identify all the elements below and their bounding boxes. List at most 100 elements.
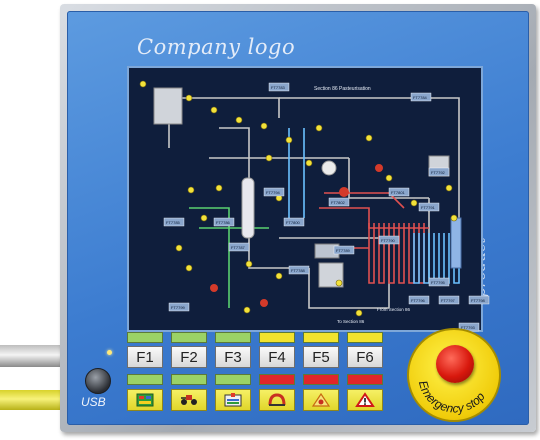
tag-box-0	[268, 82, 290, 92]
tag-box-15	[468, 295, 490, 305]
power-indicator	[107, 350, 112, 355]
tag-label-0: FT7783	[271, 85, 286, 90]
tag-label-7: FT7790	[381, 238, 396, 243]
tag-label-15: FT7798	[471, 298, 486, 303]
pipe-14	[189, 207, 230, 308]
sensor-2	[210, 106, 218, 114]
sensor-16	[245, 260, 253, 268]
sensor-22	[175, 244, 183, 252]
sensor-4	[260, 122, 268, 130]
pipe-1	[169, 97, 280, 118]
tag-box-11	[263, 187, 285, 197]
sensor-19	[355, 309, 363, 317]
icon-key-row	[127, 389, 391, 411]
pump-red-3	[210, 284, 218, 292]
led-k1	[127, 374, 163, 385]
sensor-7	[305, 159, 313, 167]
tag-box-2	[163, 217, 185, 227]
led-k5	[303, 374, 339, 385]
sensor-0	[139, 80, 147, 88]
cooling-pipe-0	[413, 233, 420, 284]
tag-label-4: FT7787	[231, 245, 246, 250]
tag-label-2: FT7785	[166, 220, 181, 225]
conveyor-key[interactable]	[171, 389, 207, 411]
sensor-6	[265, 154, 273, 162]
sensor-18	[335, 279, 343, 287]
pump-red	[339, 187, 349, 197]
sensor-5	[285, 136, 293, 144]
screen-title: Section 86 Pasteurisation	[314, 86, 371, 92]
tag-label-3: FT7786	[216, 220, 231, 225]
tank-icon	[268, 393, 286, 406]
sensor-1	[185, 94, 193, 102]
buffer-tank	[321, 160, 337, 176]
pipe-3	[219, 127, 250, 178]
heat-exchanger-pipe-1	[378, 223, 385, 284]
tag-label-9: FT7792	[431, 170, 446, 175]
f4-key[interactable]: F4	[259, 346, 295, 368]
pump-red-4	[260, 299, 268, 307]
pipe-2	[279, 97, 460, 138]
led-f6	[347, 332, 383, 343]
pump-red-2	[375, 164, 383, 172]
sensor-10	[315, 124, 323, 132]
heat-exchanger-pipe-3	[398, 223, 405, 284]
led-k6	[347, 374, 383, 385]
tag-box-8	[418, 202, 440, 212]
sensor-24	[215, 184, 223, 192]
led-f3	[215, 332, 251, 343]
sensor-11	[365, 134, 373, 142]
emergency-stop-button[interactable]	[436, 345, 474, 383]
warning-key[interactable]	[347, 389, 383, 411]
tag-label-18: FT7801	[391, 190, 406, 195]
alarm-list-key[interactable]	[215, 389, 251, 411]
f1-key[interactable]: F1	[127, 346, 163, 368]
f5-key[interactable]: F5	[303, 346, 339, 368]
tag-box-5	[288, 265, 310, 275]
to-section-label: To Section 86	[337, 319, 365, 324]
tag-label-5: FT7788	[291, 268, 306, 273]
sensor-3	[235, 116, 243, 124]
status-leds-bottom	[127, 374, 391, 385]
usb-port[interactable]	[85, 368, 111, 394]
tag-label-14: FT7797	[441, 298, 456, 303]
holding-tube	[450, 217, 462, 269]
tag-box-4	[228, 242, 250, 252]
f3-key[interactable]: F3	[215, 346, 251, 368]
tag-label-10: FT7793	[461, 325, 476, 330]
tag-label-19: FT7802	[331, 200, 346, 205]
tag-box-13	[408, 295, 430, 305]
maintenance-key[interactable]	[303, 389, 339, 411]
svg-text:Emergency stop: Emergency stop	[416, 379, 488, 416]
f6-key[interactable]: F6	[347, 346, 383, 368]
tag-box-3	[213, 217, 235, 227]
sensor-12	[385, 174, 393, 182]
emergency-stop-ring: Emergency stop	[416, 379, 488, 416]
sensor-20	[243, 306, 251, 314]
pump-skid-1	[153, 87, 183, 125]
front-panel: Company logo product FT7783FT7784FT7785F…	[67, 11, 529, 425]
emergency-stop[interactable]: Emergency stop	[407, 328, 501, 422]
tank-key[interactable]	[259, 389, 295, 411]
cooling-pipe-3	[443, 233, 450, 284]
led-k3	[215, 374, 251, 385]
emergency-stop-label: Emergency stop	[416, 379, 488, 416]
tag-box-17	[283, 217, 305, 227]
conveyor-icon	[181, 395, 197, 405]
f2-key[interactable]: F2	[171, 346, 207, 368]
tag-label-17: FT7800	[286, 220, 301, 225]
sensor-8	[187, 186, 195, 194]
tag-box-9	[428, 167, 450, 177]
sensor-21	[185, 264, 193, 272]
led-f5	[303, 332, 339, 343]
tag-label-8: FT7791	[421, 205, 436, 210]
sensor-14	[445, 184, 453, 192]
tag-box-19	[328, 197, 350, 207]
database-key[interactable]	[127, 389, 163, 411]
heat-exchanger-pipe-0	[368, 223, 375, 284]
tag-label-12: FT7795	[431, 280, 446, 285]
sensor-17	[275, 272, 283, 280]
tag-box-7	[378, 235, 400, 245]
